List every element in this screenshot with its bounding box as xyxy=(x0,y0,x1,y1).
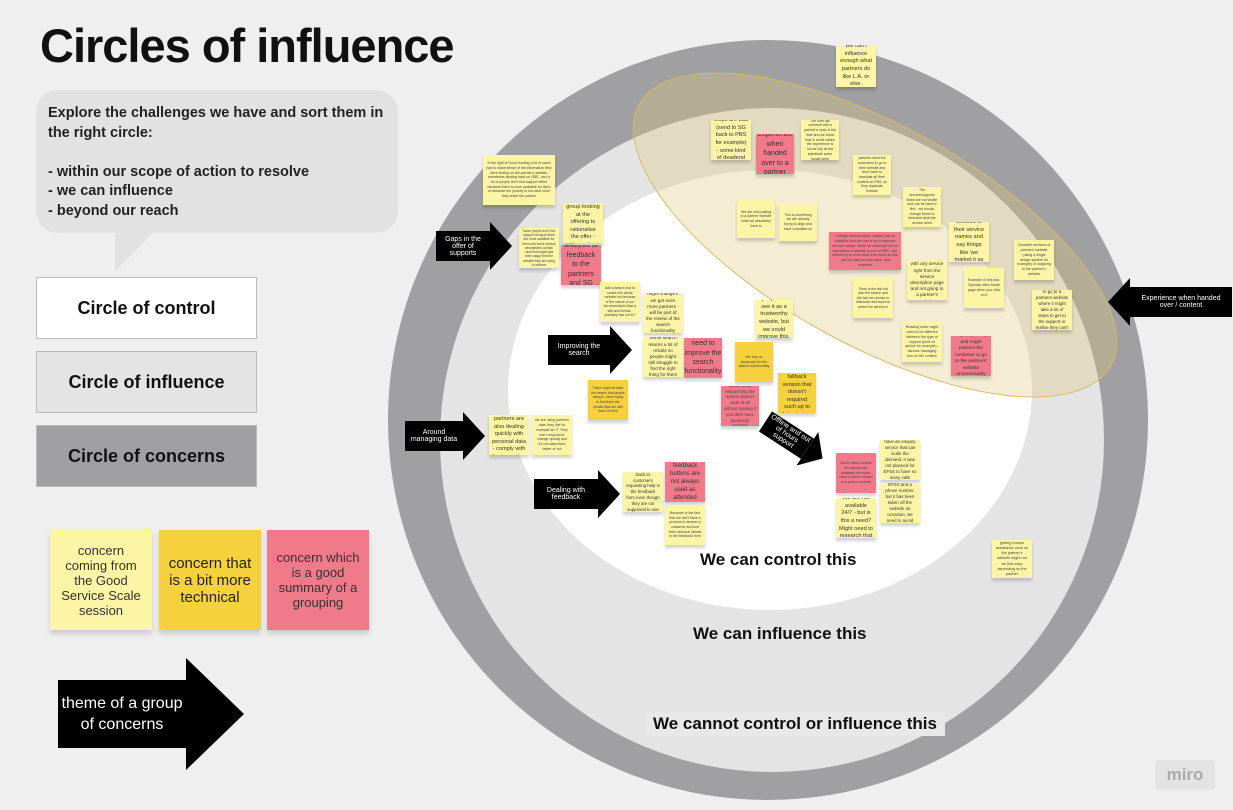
theme-label: Dealing with feedback xyxy=(534,479,598,509)
sticky-note[interactable]: Change referral policy: maybe look at an… xyxy=(829,232,901,270)
theme-arrow-gaps[interactable]: Gaps in the offer of supports xyxy=(436,222,512,270)
sticky-note[interactable]: Some people don't find support because t… xyxy=(519,228,559,268)
miro-logo: miro xyxy=(1155,760,1215,790)
sticky-note[interactable]: check if partners are also dealing quick… xyxy=(489,415,529,455)
sticky-note[interactable]: product working group looking at the off… xyxy=(563,203,603,243)
sticky-note[interactable]: Example of this has: Operate often break… xyxy=(964,268,1004,308)
sticky-note[interactable]: Make sure we get back to customers reque… xyxy=(623,472,663,512)
sticky-note[interactable]: have an enquiry service that can scale t… xyxy=(880,440,920,480)
label-influence: We can influence this xyxy=(693,624,867,643)
sticky-note[interactable]: They often have to go to a partners webs… xyxy=(1032,290,1072,330)
sticky-note[interactable]: There might be false the search that peo… xyxy=(588,380,628,420)
legend-circle-of-influence: Circle of influence xyxy=(36,351,257,413)
sticky-note[interactable]: Having a fallback version that doesn't r… xyxy=(778,373,816,413)
sticky-note[interactable]: There is the link but also the search an… xyxy=(853,278,893,318)
sticky-note[interactable]: Experience when handed over to a partner xyxy=(756,134,794,174)
theme-label: Around managing data xyxy=(405,421,463,451)
sticky-note[interactable]: Reading order might need to be different… xyxy=(902,322,942,362)
sticky-note[interactable]: update post relaunching the search doesn… xyxy=(721,386,759,426)
theme-arrow-handover[interactable]: Experience when handed over / content xyxy=(1108,278,1232,326)
sticky-note[interactable]: Add a search box to search the whole web… xyxy=(600,282,640,322)
label-control: We can control this xyxy=(700,550,857,569)
theme-arrow-search[interactable]: Improving the search xyxy=(548,326,632,374)
sticky-note[interactable]: Some users outside the service are avail… xyxy=(836,453,876,493)
sticky-note[interactable]: The user will continue with a partner's … xyxy=(801,120,839,160)
theme-arrow-data[interactable]: Around managing data xyxy=(405,412,485,460)
sticky-note[interactable]: feedback buttons are not always used as … xyxy=(665,462,705,502)
legend-sticky-gss: concern coming from the Good Service Sca… xyxy=(50,530,152,630)
page-title: Circles of influence xyxy=(40,19,455,72)
sticky-note[interactable]: In the light of Good funding a lot of us… xyxy=(483,155,555,205)
sticky-note[interactable]: need to improve the search functionality xyxy=(684,338,722,378)
sticky-note[interactable]: Consider sections of partner's website (… xyxy=(1014,240,1054,280)
legend-theme-arrow: theme of a group of concerns xyxy=(58,658,244,770)
legend-theme-label: theme of a group of concerns xyxy=(58,680,186,748)
sticky-note[interactable]: Because of the fact that we don't have a… xyxy=(665,505,705,545)
sticky-note[interactable]: might change if we get even more partner… xyxy=(643,293,683,333)
sticky-note[interactable]: We do have EFSS and a phone number, but … xyxy=(880,483,920,523)
sticky-note[interactable]: getting human assistance once on the par… xyxy=(992,540,1032,578)
bubble-tail xyxy=(115,232,153,272)
sticky-note[interactable]: The service/supports listed are not visi… xyxy=(903,187,941,227)
sticky-note[interactable]: We rely on javascript for the search fun… xyxy=(735,342,773,382)
sticky-note[interactable]: gap analysis to feedback to the partners… xyxy=(561,245,601,285)
sticky-note[interactable]: Start engaging with any service right fr… xyxy=(907,260,947,300)
sticky-note[interactable]: We are not available 24/7 - but is this … xyxy=(836,498,876,538)
sticky-note[interactable]: We are only putting in a partner website… xyxy=(737,200,775,238)
sticky-note[interactable]: We can't influence enough what partners … xyxy=(836,45,876,87)
theme-label: Improving the search xyxy=(548,335,610,365)
theme-arrow-feedback[interactable]: Dealing with feedback xyxy=(534,470,620,518)
sticky-note[interactable]: loops are bad (send to SG back to PBS fo… xyxy=(711,120,751,160)
sticky-note[interactable]: This is something we are already trying … xyxy=(779,203,817,241)
legend-circle-of-concerns: Circle of concerns xyxy=(36,425,257,487)
theme-label: Gaps in the offer of supports xyxy=(436,231,490,261)
sticky-note[interactable]: Partners are wedded to their service nam… xyxy=(949,222,989,262)
legend-sticky-summary: concern which is a good summary of a gro… xyxy=(267,530,369,630)
sticky-note[interactable]: people do see it as a trustworthy websit… xyxy=(755,300,793,338)
sticky-note[interactable]: partners want the customers to go to the… xyxy=(853,155,891,195)
sticky-note[interactable]: Some search returns a lot of results so … xyxy=(643,337,683,377)
label-concerns: We cannot control or influence this xyxy=(645,712,945,736)
legend-circle-of-control: Circle of control xyxy=(36,277,257,339)
theme-label: Experience when handed over / content xyxy=(1130,287,1232,317)
sticky-note[interactable]: eligibility is key and might prevent the… xyxy=(951,336,991,376)
sticky-note[interactable]: we are using partners data, they link fo… xyxy=(532,415,572,455)
instructions-bubble: Explore the challenges we have and sort … xyxy=(36,90,398,233)
legend-sticky-technical: concern that is a bit more technical xyxy=(159,530,261,630)
